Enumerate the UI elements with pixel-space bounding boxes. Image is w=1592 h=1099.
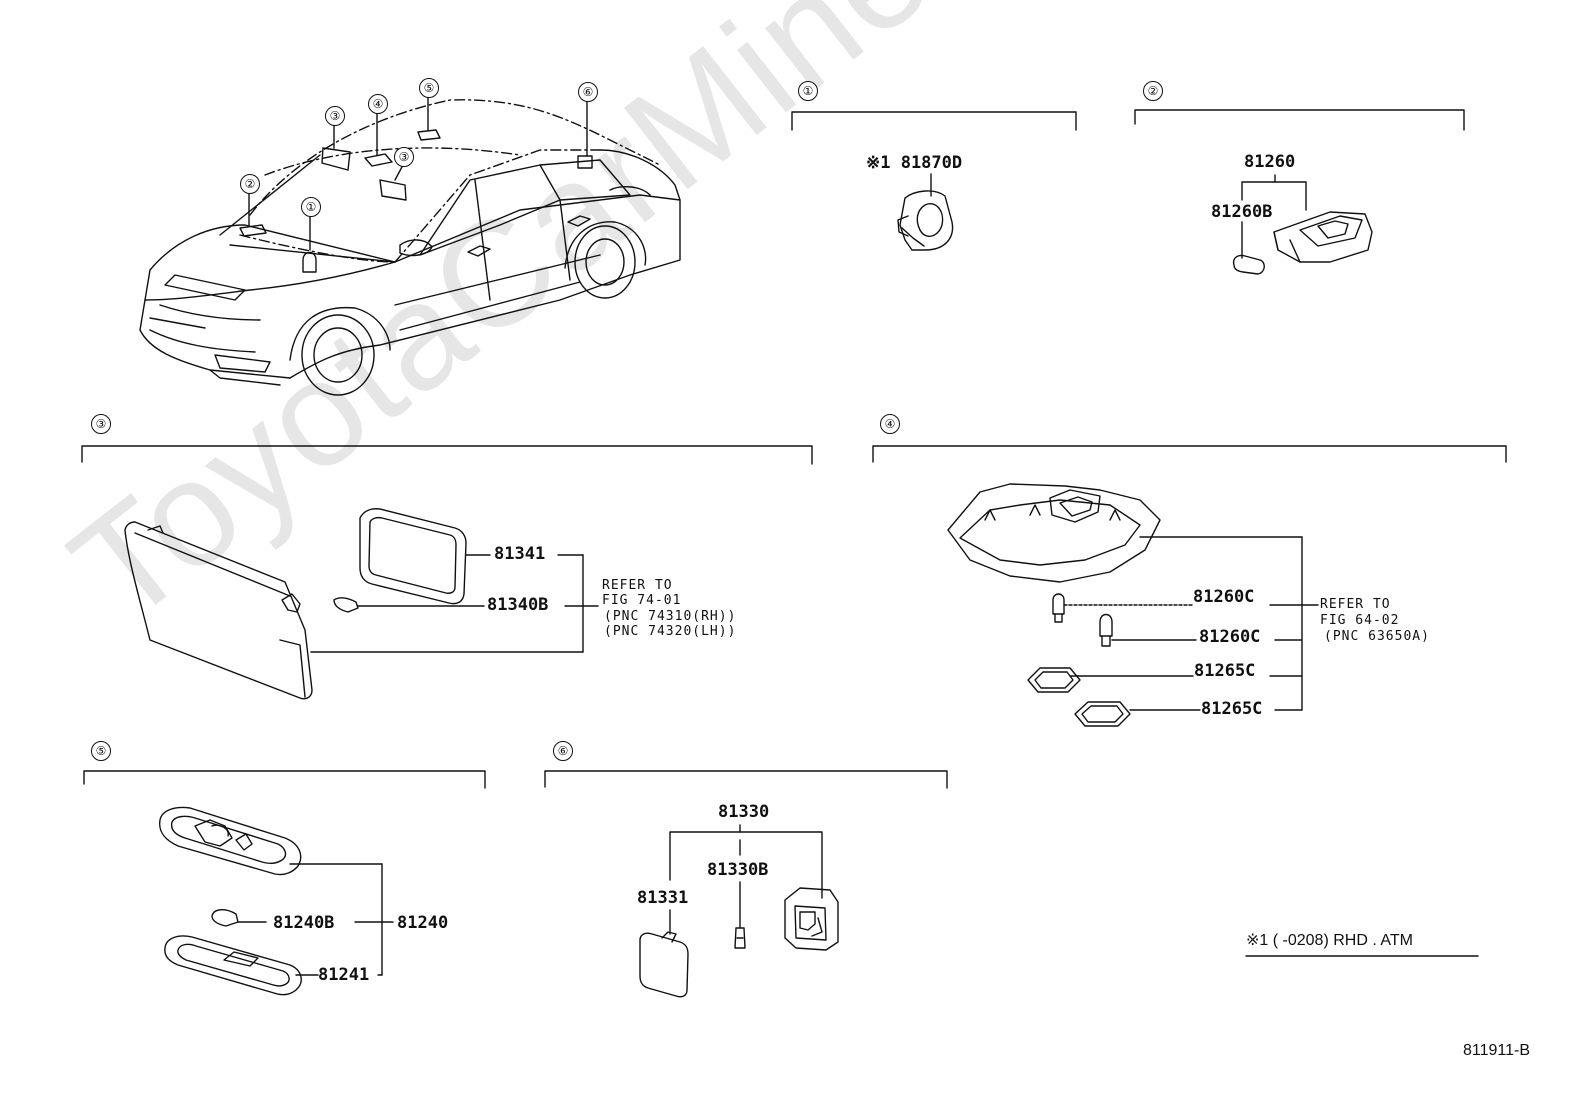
car-marker-6: ⑥ (578, 82, 598, 102)
car-outline-icon (139, 95, 681, 396)
room-lamp-icon (947, 483, 1319, 727)
car-marker-4: ④ (368, 94, 388, 114)
refer-note-s3-line3: (PNC 74310(RH)) (604, 609, 737, 624)
part-label-81240B: 81240B (273, 913, 335, 933)
car-marker-3a: ③ (325, 106, 345, 126)
section-3-number: ③ (91, 414, 111, 434)
figure-id: 811911-B (1463, 1042, 1531, 1059)
part-label-81265C-b: 81265C (1201, 699, 1263, 719)
refer-note-s4-line2: FIG 64-02 (1320, 613, 1400, 628)
section-2-number: ② (1143, 81, 1163, 101)
section-6-number: ⑥ (553, 741, 573, 761)
part-label-81260B: 81260B (1211, 202, 1273, 222)
refer-note-s4-line1: REFER TO (1320, 597, 1391, 612)
part-label-81260C-b: 81260C (1199, 627, 1261, 647)
car-marker-3b: ③ (394, 147, 414, 167)
part-label-81330B: 81330B (707, 860, 769, 880)
part-label-81240: 81240 (397, 913, 449, 933)
part-label-81870D: ※1 81870D (866, 153, 963, 173)
switch-icon (897, 173, 954, 251)
refer-note-s3-line1: REFER TO (602, 578, 673, 593)
car-marker-2: ② (240, 174, 260, 194)
vanity-mirror-icon (124, 508, 599, 700)
section-brackets (81, 109, 1507, 789)
car-marker-1: ① (301, 197, 321, 217)
section-5-number: ⑤ (91, 741, 111, 761)
car-marker-5: ⑤ (419, 78, 439, 98)
part-label-81265C-a: 81265C (1194, 661, 1256, 681)
refer-note-s4-line3: (PNC 63650A) (1324, 629, 1430, 644)
footnote: ※1 ( -0208) RHD . ATM (1246, 932, 1413, 949)
section-1-number: ① (798, 81, 818, 101)
cover-icon (158, 806, 394, 996)
part-label-81260: 81260 (1244, 152, 1296, 172)
refer-note-s3-line4: (PNC 74320(LH)) (604, 624, 737, 639)
part-label-81341: 81341 (494, 544, 546, 564)
part-label-81241: 81241 (318, 965, 370, 985)
bulb-icon (639, 824, 839, 998)
refer-note-s3-line2: FIG 74-01 (602, 593, 682, 608)
part-label-81330: 81330 (718, 802, 770, 822)
part-label-81260C-a: 81260C (1193, 587, 1255, 607)
part-label-81340B: 81340B (487, 595, 549, 615)
map-lamp-icon (1232, 174, 1373, 275)
part-label-81331: 81331 (637, 888, 689, 908)
section-4-number: ④ (880, 414, 900, 434)
